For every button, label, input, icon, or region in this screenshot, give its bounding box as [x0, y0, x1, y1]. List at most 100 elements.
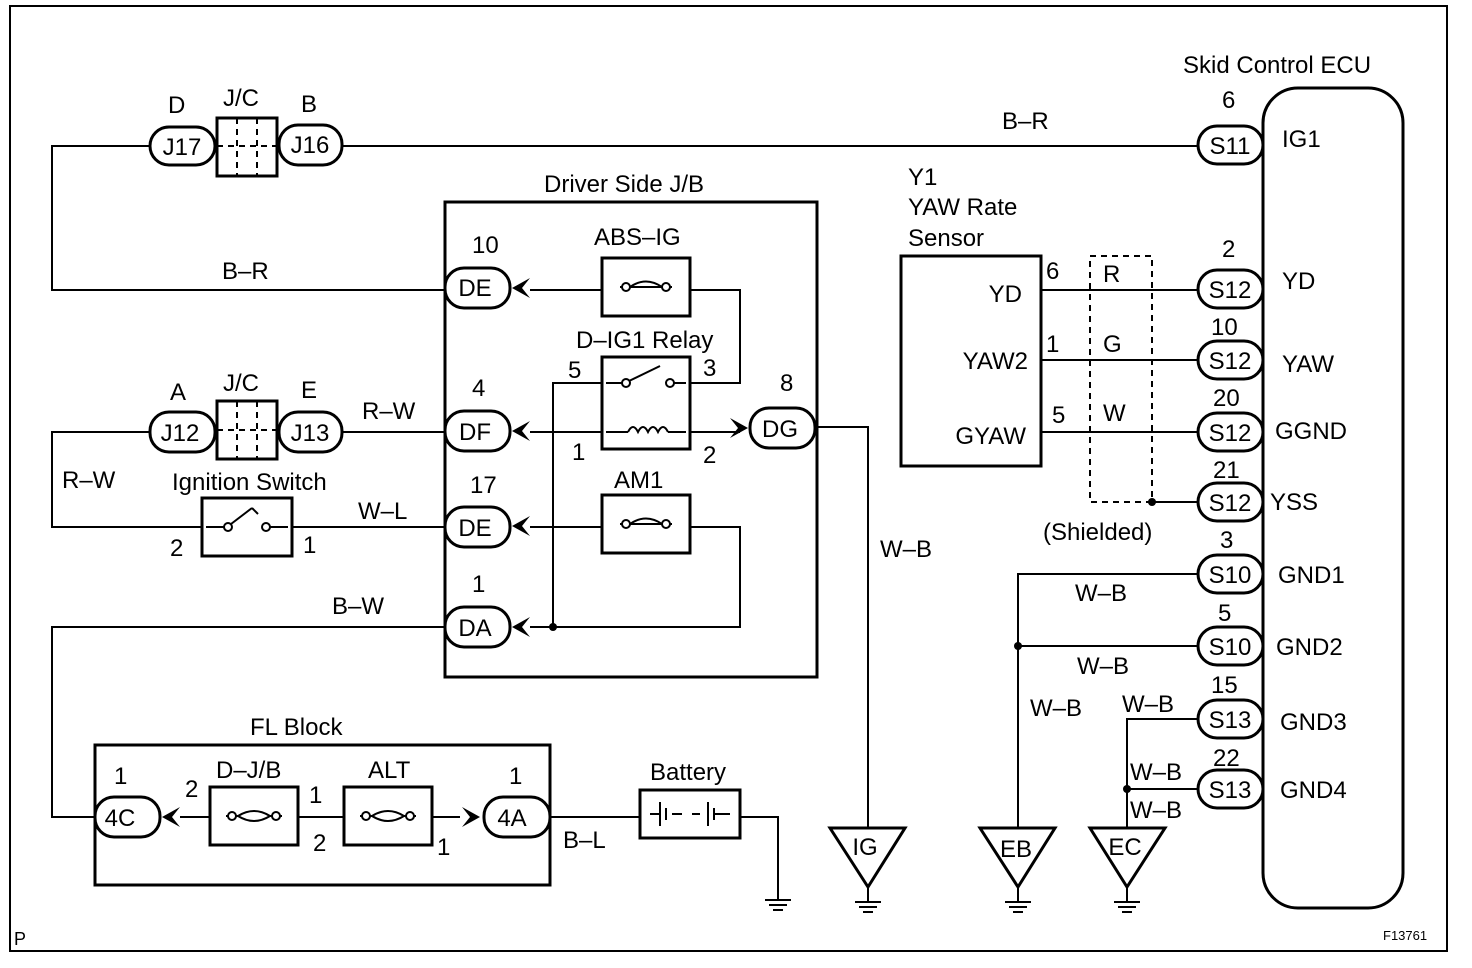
- jb-pin-4: 4: [472, 375, 485, 402]
- jc-bottom-pin-e: E: [301, 377, 317, 404]
- jc-bottom-pin-a: A: [170, 379, 186, 406]
- connector-de-bottom: DE: [458, 515, 491, 542]
- jb-connectors: [443, 266, 817, 649]
- ecu-pin-15: 15: [1211, 672, 1238, 699]
- jc-bottom-label: J/C: [223, 370, 259, 397]
- connector-s10-gnd1: S10: [1209, 562, 1252, 589]
- connector-4c: 4C: [105, 805, 136, 832]
- ecu-term-gnd3: GND3: [1280, 709, 1347, 736]
- ignition-pin-2: 2: [170, 535, 183, 562]
- wires: [51, 145, 1198, 900]
- connector-j12: J12: [161, 420, 200, 447]
- ground-eb-label: EB: [1000, 836, 1032, 863]
- figure-id: F13761: [1383, 928, 1427, 943]
- sensor-pin-5: 5: [1052, 402, 1065, 429]
- fl-connectors: [93, 795, 552, 839]
- shield-outline: [1089, 255, 1153, 503]
- sensor-pin-6: 6: [1046, 258, 1059, 285]
- ignition-pin-1: 1: [303, 532, 316, 559]
- am1-label: AM1: [614, 467, 663, 494]
- relay-pin-1: 1: [572, 439, 585, 466]
- connector-s12-ggnd: S12: [1209, 420, 1252, 447]
- ecu-pin-22: 22: [1213, 745, 1240, 772]
- fl-pin-djb-1: 1: [309, 782, 322, 809]
- wire-br-left: B–R: [222, 258, 269, 285]
- fl-block-box: [93, 743, 552, 887]
- ecu-pin-3: 3: [1220, 527, 1233, 554]
- ecu-pin-20: 20: [1213, 385, 1240, 412]
- yaw-rate-sensor-box: [899, 254, 1043, 468]
- corner-p: P: [14, 929, 26, 949]
- connector-s13-gnd3: S13: [1209, 707, 1252, 734]
- relay-pin-5: 5: [568, 357, 581, 384]
- wire-br-top: B–R: [1002, 108, 1049, 135]
- fl-block-label: FL Block: [250, 714, 343, 741]
- sensor-term-gyaw: GYAW: [955, 423, 1026, 450]
- ecu-pin-5: 5: [1218, 600, 1231, 627]
- connector-j13: J13: [291, 420, 330, 447]
- dig1-relay-label: D–IG1 Relay: [576, 327, 713, 354]
- driver-side-jb-label: Driver Side J/B: [544, 171, 704, 198]
- wire-wb-dg: W–B: [880, 536, 932, 563]
- wire-wb-gnd3: W–B: [1122, 691, 1174, 718]
- jc-bottom: [148, 399, 344, 461]
- wire-r: R: [1103, 261, 1120, 288]
- d-jb-label: D–J/B: [216, 757, 281, 784]
- ecu-pin-6: 6: [1222, 87, 1235, 114]
- connector-dg: DG: [762, 416, 798, 443]
- shielded-label: (Shielded): [1043, 519, 1152, 546]
- jb-pin-8: 8: [780, 370, 793, 397]
- wire-wb-eb: W–B: [1030, 695, 1082, 722]
- ecu-pin-21: 21: [1213, 457, 1240, 484]
- ecu-pin-2: 2: [1222, 236, 1235, 263]
- ecu-pin-10: 10: [1211, 314, 1238, 341]
- ecu-term-yss: YSS: [1270, 489, 1318, 516]
- ecu-term-gnd4: GND4: [1280, 777, 1347, 804]
- alt-link: [342, 785, 434, 847]
- fl-pin-4a-1: 1: [509, 763, 522, 790]
- ecu-term-yd: YD: [1282, 268, 1315, 295]
- ecu-term-gnd1: GND1: [1278, 562, 1345, 589]
- wire-wb-gnd1: W–B: [1075, 580, 1127, 607]
- fl-pin-alt-1: 1: [437, 834, 450, 861]
- ecu-term-ggnd: GGND: [1275, 418, 1347, 445]
- yaw-sensor-title2: Sensor: [908, 225, 984, 252]
- skid-control-ecu-label: Skid Control ECU: [1183, 52, 1371, 79]
- jc-top-pin-b: B: [301, 91, 317, 118]
- ecu-term-yaw: YAW: [1282, 351, 1334, 378]
- wire-wb-gnd2: W–B: [1077, 653, 1129, 680]
- yaw-sensor-y1: Y1: [908, 164, 937, 191]
- wire-rw-jc: R–W: [362, 398, 416, 425]
- jc-top-pin-d: D: [168, 92, 185, 119]
- sensor-term-yaw2: YAW2: [963, 348, 1028, 375]
- ecu-term-ig1: IG1: [1282, 126, 1321, 153]
- ec-ground-icon: [1113, 901, 1141, 913]
- connector-da: DA: [458, 615, 491, 642]
- connector-de-top: DE: [458, 275, 491, 302]
- fl-pin-djb-2: 2: [185, 776, 198, 803]
- connector-s10-gnd2: S10: [1209, 634, 1252, 661]
- connector-df: DF: [459, 419, 491, 446]
- relay-pin-2: 2: [703, 442, 716, 469]
- wire-wl: W–L: [358, 498, 407, 525]
- d-jb-link: [208, 785, 300, 847]
- ecu-connectors: S11 S12 S12 S12 S12 S10 S10 S13 S13: [1196, 124, 1265, 810]
- page-frame: [9, 5, 1448, 952]
- battery-ground-icon: [764, 899, 792, 911]
- dig1-relay: [600, 355, 692, 451]
- ignition-switch-label: Ignition Switch: [172, 469, 327, 496]
- connector-j17: J17: [163, 134, 202, 161]
- connector-4a: 4A: [497, 805, 526, 832]
- jc-top: [148, 116, 344, 178]
- wire-bl: B–L: [563, 827, 606, 854]
- ground-ig: [827, 826, 908, 890]
- wire-w: W: [1103, 400, 1126, 427]
- jb-pin-10: 10: [472, 232, 499, 259]
- abs-ig-label: ABS–IG: [594, 224, 681, 251]
- jb-pin-1: 1: [472, 571, 485, 598]
- eb-ground-icon: [1004, 901, 1032, 913]
- wire-bw: B–W: [332, 593, 384, 620]
- fl-pin-4c-1: 1: [114, 763, 127, 790]
- wire-wb-gnd4b: W–B: [1130, 797, 1182, 824]
